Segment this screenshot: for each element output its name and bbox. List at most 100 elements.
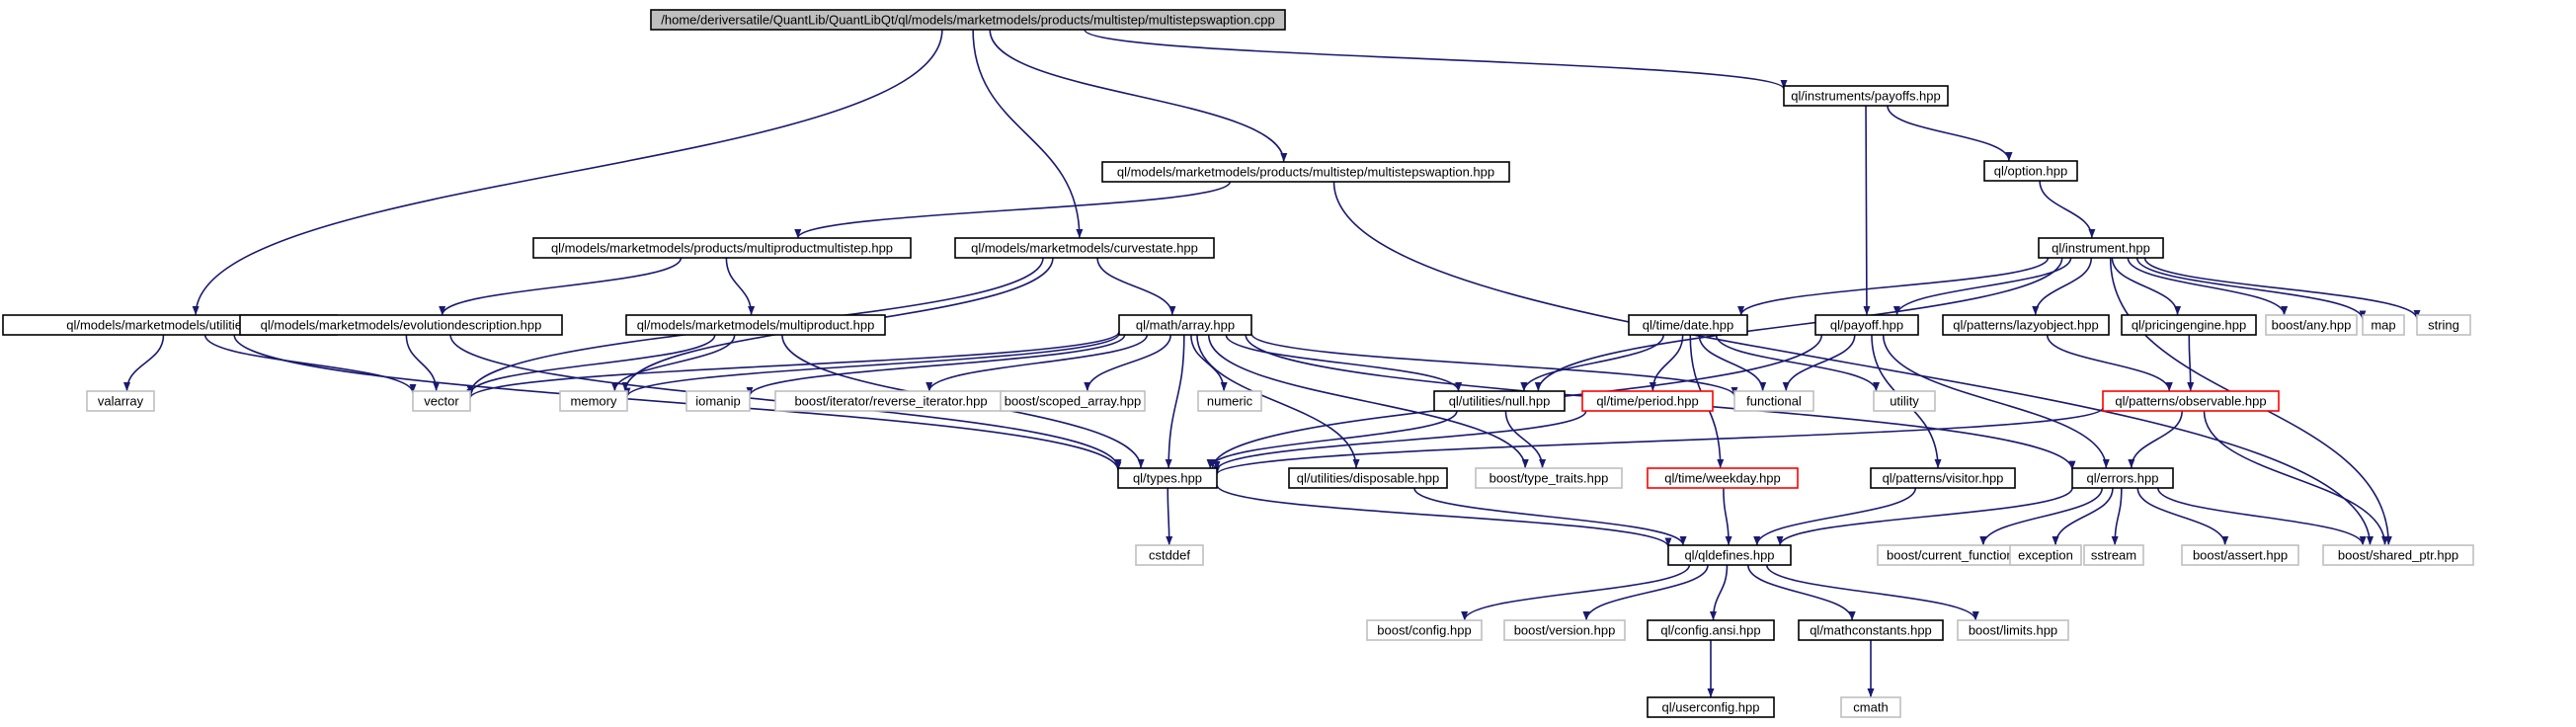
- node-mss[interactable]: ql/models/marketmodels/products/multiste…: [1101, 161, 1510, 183]
- node-types[interactable]: ql/types.hpp: [1117, 467, 1218, 489]
- edge-array-to-nullhpp: [1225, 334, 1463, 392]
- node-sstream: sstream: [2083, 544, 2144, 566]
- node-box-cstddef: [1135, 544, 1204, 566]
- node-payoffs[interactable]: ql/instruments/payoffs.hpp: [1783, 85, 1949, 107]
- edge-curvestate-to-array: [1096, 257, 1176, 316]
- node-box-mathconst: [1798, 619, 1944, 641]
- node-label-payoff: ql/payoff.hpp: [1830, 318, 1903, 333]
- node-label-userconfig: ql/userconfig.hpp: [1661, 700, 1759, 715]
- node-box-cmath: [1840, 696, 1901, 718]
- node-label-mss: ql/models/marketmodels/products/multiste…: [1117, 165, 1494, 180]
- edge-instrument-to-payoff: [1892, 257, 2072, 316]
- node-mathconst[interactable]: ql/mathconstants.hpp: [1798, 619, 1944, 641]
- node-array[interactable]: ql/math/array.hpp: [1118, 314, 1252, 336]
- node-box-vector: [412, 390, 471, 412]
- node-mpms[interactable]: ql/models/marketmodels/products/multipro…: [532, 237, 912, 259]
- node-pricingengine[interactable]: ql/pricingengine.hpp: [2121, 314, 2257, 336]
- node-curvestate[interactable]: ql/models/marketmodels/curvestate.hpp: [954, 237, 1215, 259]
- node-box-date: [1628, 314, 1748, 336]
- node-box-functional: [1733, 390, 1814, 412]
- edge-array-to-scopedarray: [1084, 334, 1171, 392]
- node-label-scopedarray: boost/scoped_array.hpp: [1005, 394, 1142, 409]
- node-cstddef: cstddef: [1135, 544, 1204, 566]
- node-label-utilities: ql/models/marketmodels/utilities.hpp: [66, 318, 274, 333]
- edge-payoff-to-functional: [1782, 334, 1856, 392]
- node-revit: boost/iterator/reverse_iterator.hpp: [774, 390, 1007, 412]
- node-option[interactable]: ql/option.hpp: [1983, 160, 2078, 182]
- node-label-sstream: sstream: [2091, 548, 2136, 563]
- edge-root-to-payoffs: [1084, 29, 1788, 90]
- node-label-iomanip: iomanip: [695, 394, 741, 409]
- node-blimits: boost/limits.hpp: [1957, 619, 2069, 641]
- node-bassert: boost/assert.hpp: [2181, 544, 2299, 566]
- node-box-instrument: [2038, 237, 2164, 259]
- node-instrument[interactable]: ql/instrument.hpp: [2038, 237, 2164, 259]
- edge-date-to-nullhpp: [1520, 334, 1664, 392]
- node-weekday[interactable]: ql/time/weekday.hpp: [1647, 467, 1799, 489]
- node-box-period: [1581, 390, 1714, 412]
- edge-visitor-to-qldefines: [1753, 487, 1917, 546]
- edge-errors-to-curfunc: [1979, 487, 2104, 546]
- node-label-numeric: numeric: [1207, 394, 1253, 409]
- node-typetraits: boost/type_traits.hpp: [1475, 467, 1623, 489]
- node-box-nullhpp: [1433, 390, 1566, 412]
- node-label-array: ql/math/array.hpp: [1136, 318, 1235, 333]
- node-date[interactable]: ql/time/date.hpp: [1628, 314, 1748, 336]
- edge-types-to-qldefines: [1216, 484, 1672, 547]
- node-box-valarray: [86, 390, 155, 412]
- node-sharedptr: boost/shared_ptr.hpp: [2322, 544, 2474, 566]
- node-label-option: ql/option.hpp: [1994, 164, 2067, 179]
- node-box-sharedptr: [2322, 544, 2474, 566]
- node-root[interactable]: /home/deriversatile/QuantLib/QuantLibQt/…: [650, 9, 1286, 31]
- node-box-mpms: [532, 237, 912, 259]
- edge-payoffs-to-payoff: [1863, 105, 1871, 316]
- edge-instrument-to-pricingengine: [2111, 257, 2182, 316]
- node-map: map: [2362, 314, 2405, 336]
- edge-weekday-to-qldefines: [1723, 487, 1732, 546]
- node-vector: vector: [412, 390, 471, 412]
- node-observable[interactable]: ql/patterns/observable.hpp: [2102, 390, 2280, 412]
- node-box-root: [650, 9, 1286, 31]
- node-box-map: [2362, 314, 2405, 336]
- edge-mpms-to-evodesc: [439, 257, 683, 316]
- edge-mss-to-mpms: [794, 181, 1232, 239]
- node-scopedarray: boost/scoped_array.hpp: [1000, 390, 1146, 412]
- node-box-errors: [2071, 467, 2174, 489]
- node-nullhpp[interactable]: ql/utilities/null.hpp: [1433, 390, 1566, 412]
- node-box-blimits: [1957, 619, 2069, 641]
- edge-array-to-functional: [1250, 333, 1738, 397]
- edge-date-to-period: [1649, 334, 1684, 392]
- node-label-cstddef: cstddef: [1149, 548, 1190, 563]
- node-payoff[interactable]: ql/payoff.hpp: [1814, 314, 1919, 336]
- node-period[interactable]: ql/time/period.hpp: [1581, 390, 1714, 412]
- edge-instrument-to-map: [2135, 257, 2367, 320]
- node-visitor[interactable]: ql/patterns/visitor.hpp: [1870, 467, 2016, 489]
- node-userconfig[interactable]: ql/userconfig.hpp: [1647, 696, 1775, 718]
- edge-array-to-iomanip: [746, 334, 1126, 397]
- node-label-valarray: valarray: [98, 394, 144, 409]
- node-evodesc[interactable]: ql/models/marketmodels/evolutiondescript…: [239, 314, 563, 336]
- edge-date-to-utility: [1715, 334, 1881, 392]
- node-boostany: boost/any.hpp: [2265, 314, 2358, 336]
- node-configansi[interactable]: ql/config.ansi.hpp: [1647, 619, 1775, 641]
- node-lazyobject[interactable]: ql/patterns/lazyobject.hpp: [1942, 314, 2110, 336]
- node-box-array: [1118, 314, 1252, 336]
- node-cmath: cmath: [1840, 696, 1901, 718]
- edge-observable-to-errors: [2128, 410, 2183, 469]
- node-box-lazyobject: [1942, 314, 2110, 336]
- edge-option-to-instrument: [2039, 180, 2096, 239]
- node-qldefines[interactable]: ql/qldefines.hpp: [1667, 544, 1792, 566]
- node-errors[interactable]: ql/errors.hpp: [2071, 467, 2174, 489]
- node-label-weekday: ql/time/weekday.hpp: [1664, 471, 1781, 486]
- edge-array-to-vector: [466, 331, 1120, 399]
- node-valarray: valarray: [86, 390, 155, 412]
- node-box-bassert: [2181, 544, 2299, 566]
- edge-qldefines-to-configansi: [1710, 564, 1729, 621]
- node-multiproduct[interactable]: ql/models/marketmodels/multiproduct.hpp: [625, 314, 886, 336]
- node-box-weekday: [1647, 467, 1799, 489]
- edge-qldefines-to-bversion: [1582, 564, 1709, 621]
- edge-instrument-to-date: [1737, 257, 2050, 316]
- node-label-blimits: boost/limits.hpp: [1969, 623, 2057, 638]
- node-disposable[interactable]: ql/utilities/disposable.hpp: [1288, 467, 1448, 489]
